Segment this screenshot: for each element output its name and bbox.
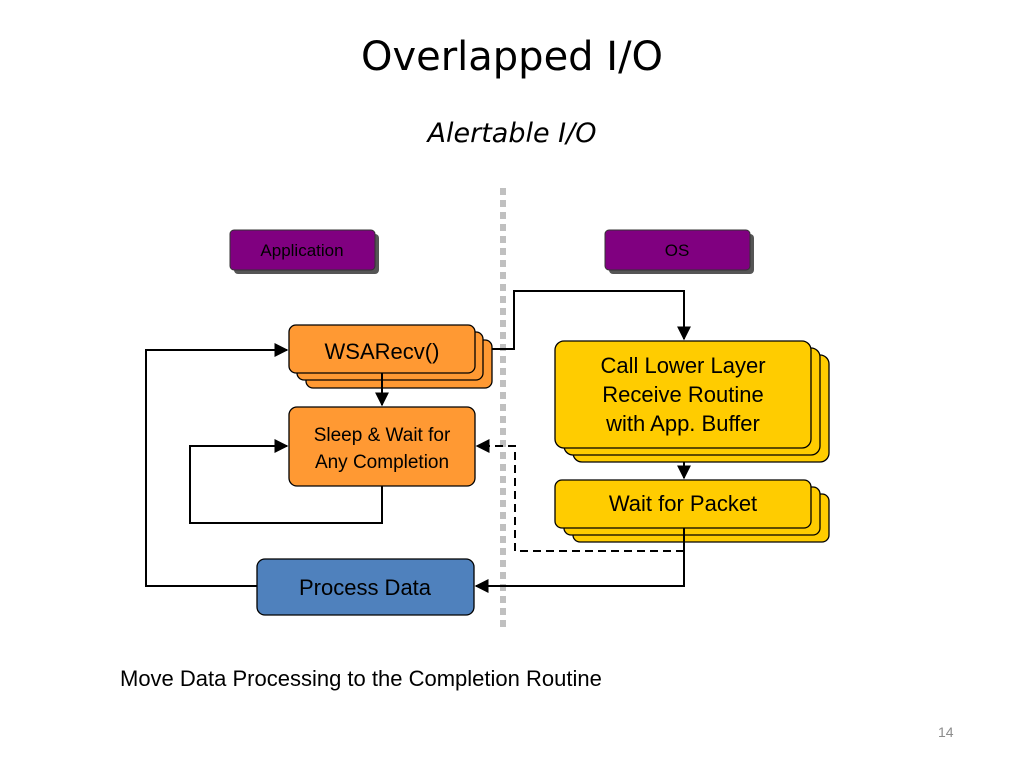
sleep-wait-node: Sleep & Wait for Any Completion [288, 406, 476, 487]
call-lower-label-line2: Receive Routine [602, 382, 763, 407]
process-data-label: Process Data [299, 575, 432, 600]
call-lower-label-line3: with App. Buffer [605, 411, 760, 436]
dashed-arrow-completion-to-sleep [475, 439, 684, 552]
arrow-wait-to-process [474, 528, 685, 593]
wait-for-packet-label: Wait for Packet [609, 491, 757, 516]
call-lower-layer-node: Call Lower Layer Receive Routine with Ap… [554, 340, 830, 463]
wsarecv-label: WSARecv() [325, 339, 440, 364]
sleep-wait-label-line2: Any Completion [315, 452, 449, 473]
page-number: 14 [938, 724, 954, 740]
sleep-wait-label-line1: Sleep & Wait for [314, 425, 451, 446]
wsarecv-node: WSARecv() [288, 324, 493, 389]
svg-text:Receive Routine: Receive Routine [602, 382, 763, 407]
arrow-sleep-self-loop [189, 439, 383, 524]
svg-text:Sleep & Wait for: Sleep & Wait for [314, 425, 451, 446]
process-data-node: Process Data [256, 558, 475, 616]
application-header-label: Application [260, 241, 343, 260]
slide-subtitle: Alertable I/O [427, 118, 597, 149]
arrow-process-to-wsarecv [145, 343, 289, 587]
wait-for-packet-node: Wait for Packet [554, 479, 830, 543]
slide-title: Overlapped I/O [360, 34, 664, 80]
application-header: Application [229, 229, 379, 274]
os-header-label: OS [665, 241, 690, 260]
call-lower-label-line1: Call Lower Layer [600, 353, 765, 378]
arrow-wsarecv-to-call-lower [492, 290, 691, 350]
svg-text:Call Lower Layer: Call Lower Layer [600, 353, 765, 378]
svg-text:Any Completion: Any Completion [315, 452, 449, 473]
svg-text:with App. Buffer: with App. Buffer [605, 411, 760, 436]
os-header: OS [604, 229, 754, 274]
slide-caption: Move Data Processing to the Completion R… [120, 666, 602, 691]
